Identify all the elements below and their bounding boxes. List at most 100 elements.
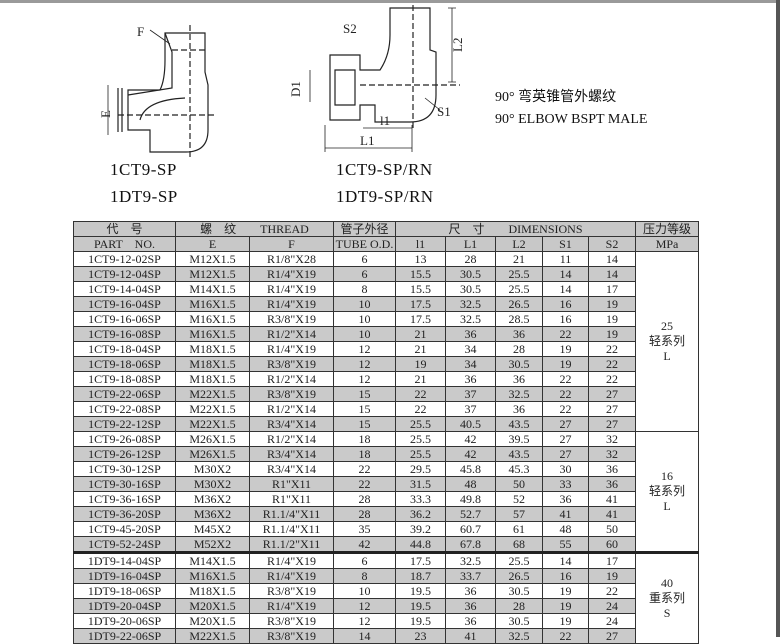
table-cell: 6 [333, 266, 397, 282]
scrollbar[interactable] [776, 0, 780, 637]
table-cell: R1/4"X19 [248, 552, 335, 569]
table-cell: 25.5 [495, 266, 544, 282]
table-cell: 30.5 [445, 266, 497, 282]
table-cell: M22X1.5 [175, 416, 250, 432]
table-cell: 22 [542, 386, 590, 402]
table-cell: 12 [333, 356, 397, 372]
label-L1: L1 [360, 133, 374, 148]
table-cell: R1"X11 [248, 491, 335, 507]
table-cell: R3/8"X19 [248, 613, 335, 629]
table-cell: 22 [542, 326, 590, 342]
table-cell: 30.5 [445, 281, 497, 297]
header-l1: l1 [395, 236, 447, 252]
table-cell: 22 [542, 628, 590, 644]
table-cell: 41 [588, 491, 637, 507]
table-cell: 1CT9-22-08SP [73, 401, 176, 417]
table-cell: 41 [445, 628, 497, 644]
table-cell: 28 [333, 506, 397, 522]
table-cell: 19 [588, 568, 637, 584]
table-cell: 27 [588, 628, 637, 644]
caption-english: 90° ELBOW BSPT MALE [495, 112, 648, 127]
label-l1: l1 [380, 113, 390, 128]
drawing-1ct9-sp [107, 25, 215, 158]
table-cell: 41 [588, 506, 637, 522]
header-thread: 螺 纹 THREAD [174, 221, 335, 237]
table-cell: 15 [333, 401, 397, 417]
table-cell: 26.5 [495, 568, 544, 584]
top-border [0, 0, 780, 3]
table-cell: 28.5 [495, 311, 544, 327]
table-cell: 28 [333, 491, 397, 507]
table-cell: 25.5 [495, 281, 544, 297]
table-cell: 36 [445, 598, 497, 614]
table-cell: 22 [333, 476, 397, 492]
table-cell: R3/8"X19 [248, 386, 335, 402]
table-cell: M16X1.5 [175, 568, 250, 584]
table-cell: M16X1.5 [175, 311, 250, 327]
table-cell: R3/8"X19 [248, 356, 335, 372]
table-cell: 12 [333, 341, 397, 357]
table-cell: 1CT9-12-02SP [73, 251, 176, 267]
table-cell: 25.5 [495, 552, 544, 569]
table-cell: R3/4"X14 [248, 461, 335, 477]
table-cell: 10 [333, 296, 397, 312]
table-cell: 33.3 [395, 491, 447, 507]
table-cell: 14 [542, 552, 590, 569]
table-cell: 1CT9-36-16SP [73, 491, 176, 507]
table-cell: R1/8"X28 [248, 251, 335, 267]
table-cell: 19.5 [395, 613, 447, 629]
table-cell: 45.3 [495, 461, 544, 477]
table-cell: 36 [495, 371, 544, 387]
pressure-code: L [663, 349, 671, 363]
table-cell: 17 [588, 281, 637, 297]
table-cell: M18X1.5 [175, 371, 250, 387]
table-cell: M22X1.5 [175, 628, 250, 644]
pressure-series: 轻系列 [649, 334, 686, 348]
table-cell: 29.5 [395, 461, 447, 477]
table-cell: 1CT9-30-16SP [73, 476, 176, 492]
table-cell: 25.5 [395, 431, 447, 447]
table-cell: 12 [333, 613, 397, 629]
table-cell: 27 [588, 386, 637, 402]
header-tube-od: TUBE O.D. [333, 236, 397, 252]
table-cell: R1/2"X14 [248, 401, 335, 417]
table-cell: 23 [395, 628, 447, 644]
table-cell: 17 [588, 552, 637, 569]
model-1ct9-sp: 1CT9-SP [110, 160, 177, 179]
table-cell: 10 [333, 326, 397, 342]
table-cell: 36.2 [395, 506, 447, 522]
table-cell: R1/4"X19 [248, 266, 335, 282]
table-cell: 1CT9-18-08SP [73, 371, 176, 387]
table-cell: 43.5 [495, 416, 544, 432]
fitting-drawings: F E S2 D1 L2 S1 l1 L1 [98, 5, 465, 158]
table-cell: 52 [495, 491, 544, 507]
table-cell: 25.5 [395, 416, 447, 432]
table-cell: 1DT9-18-06SP [73, 583, 176, 599]
table-cell: 22 [333, 461, 397, 477]
table-cell: 1CT9-22-12SP [73, 416, 176, 432]
table-cell: R3/8"X19 [248, 583, 335, 599]
table-cell: 43.5 [495, 446, 544, 462]
table-cell: 21 [395, 326, 447, 342]
table-cell: 34 [445, 341, 497, 357]
table-cell: 19 [542, 356, 590, 372]
table-cell: 22 [588, 356, 637, 372]
table-cell: 1CT9-18-06SP [73, 356, 176, 372]
table-cell: 1CT9-16-04SP [73, 296, 176, 312]
table-cell: R1/4"X19 [248, 296, 335, 312]
table-cell: 32.5 [445, 552, 497, 569]
table-cell: 19 [588, 326, 637, 342]
table-cell: 17.5 [395, 311, 447, 327]
table-cell: 48 [542, 521, 590, 537]
table-cell: 27 [588, 401, 637, 417]
table-cell: M18X1.5 [175, 583, 250, 599]
header-S2: S2 [588, 236, 637, 252]
